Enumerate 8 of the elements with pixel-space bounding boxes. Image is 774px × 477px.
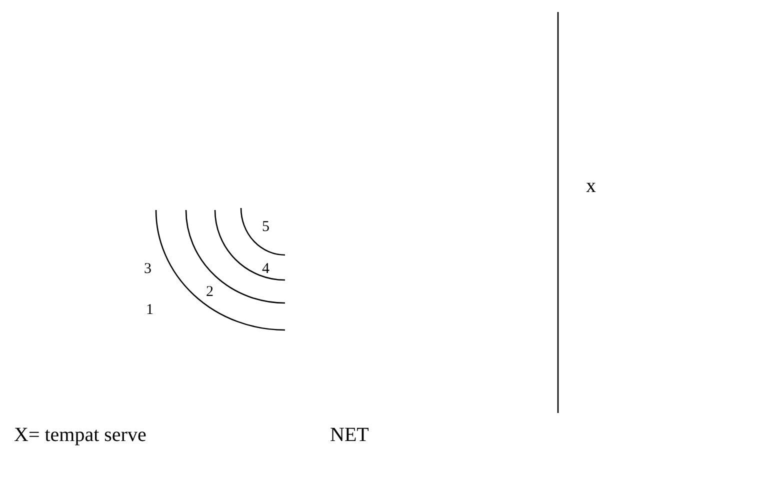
area-label: x	[586, 176, 596, 196]
zone-number: 2	[206, 285, 214, 300]
legend-note: X= tempat serve	[14, 425, 146, 445]
net-label: NET	[330, 425, 369, 445]
zone-number: 3	[144, 262, 152, 277]
zone-number: 5	[262, 220, 270, 235]
zone-number: 1	[146, 303, 154, 318]
zone-number: 4	[262, 262, 270, 277]
